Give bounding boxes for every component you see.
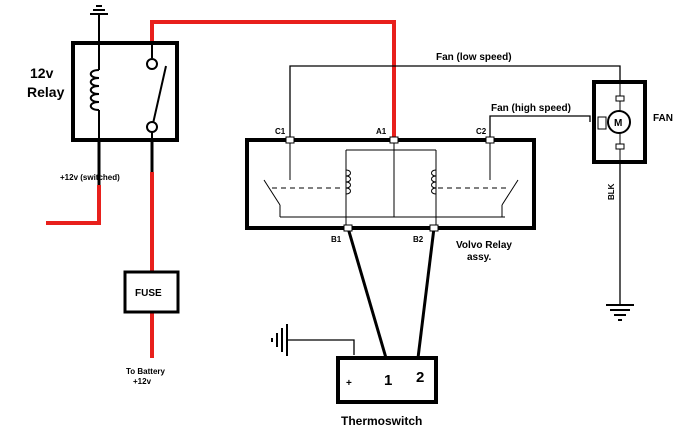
relay-switch-icon [146,43,167,140]
fuse-body [123,270,180,314]
relay-title-line1: 12v [30,65,54,81]
thermoswitch-body [336,356,438,404]
wire-b2-thermo-2 [416,227,436,359]
thermo-wires [346,227,436,359]
volvo-relay-assy: C1 A1 C2 B1 B2 Volvo Relay assy. [245,127,536,263]
volvo-relay-label-line1: Volvo Relay [456,240,512,251]
relay-coil-icon [89,43,100,140]
fan-motor-icon: M [597,82,631,162]
thermo-ground-icon [271,324,288,356]
12v-relay: 12v Relay +12v (switched) [27,5,179,185]
switched-label: +12v (switched) [60,173,120,182]
fan-high-label: Fan (high speed) [491,103,571,114]
battery-label-line2: +12v [133,377,152,386]
power-wires [46,20,396,358]
wire-c1-fan-low [289,65,621,138]
thermo-terminal-2-label: 2 [416,369,424,386]
fan-ground-icon [606,304,634,321]
signal-wires [287,65,621,355]
battery-label-line1: To Battery [126,367,166,376]
terminal-b1-label: B1 [331,235,342,244]
relay-ground-icon [90,5,108,43]
wire-relay-to-volvo-a1 [150,20,396,140]
fuse: FUSE [123,270,180,314]
thermoswitch-label: Thermoswitch [341,414,422,428]
relay-body [71,41,179,142]
relay-title-line2: Relay [27,84,65,100]
fan-low-label: Fan (low speed) [436,52,512,63]
motor-symbol-label: M [614,118,622,129]
terminal-a1-label: A1 [376,127,387,136]
volvo-relay-body [245,138,536,230]
wire-thermo-ground [287,339,355,355]
fan: Fan (low speed) Fan (high speed) M FAN B… [436,52,673,321]
thermo-terminal-1-label: 1 [384,372,392,389]
blk-wire-label: BLK [607,183,616,200]
thermoswitch: + 1 2 Thermoswitch [271,324,438,428]
fan-label: FAN [653,113,673,124]
terminal-b2-label: B2 [413,235,424,244]
wire-switched-stub [46,185,101,225]
terminal-c2-label: C2 [476,127,487,136]
volvo-relay-internals [263,140,519,228]
wire-b1-thermo-1 [346,227,388,359]
volvo-relay-label-line2: assy. [467,252,492,263]
terminal-c1-label: C1 [275,127,286,136]
wire-c2-fan-high [489,115,591,138]
volvo-relay-terminals [285,136,495,232]
fuse-label: FUSE [135,288,162,299]
thermo-plus-label: + [346,378,352,389]
